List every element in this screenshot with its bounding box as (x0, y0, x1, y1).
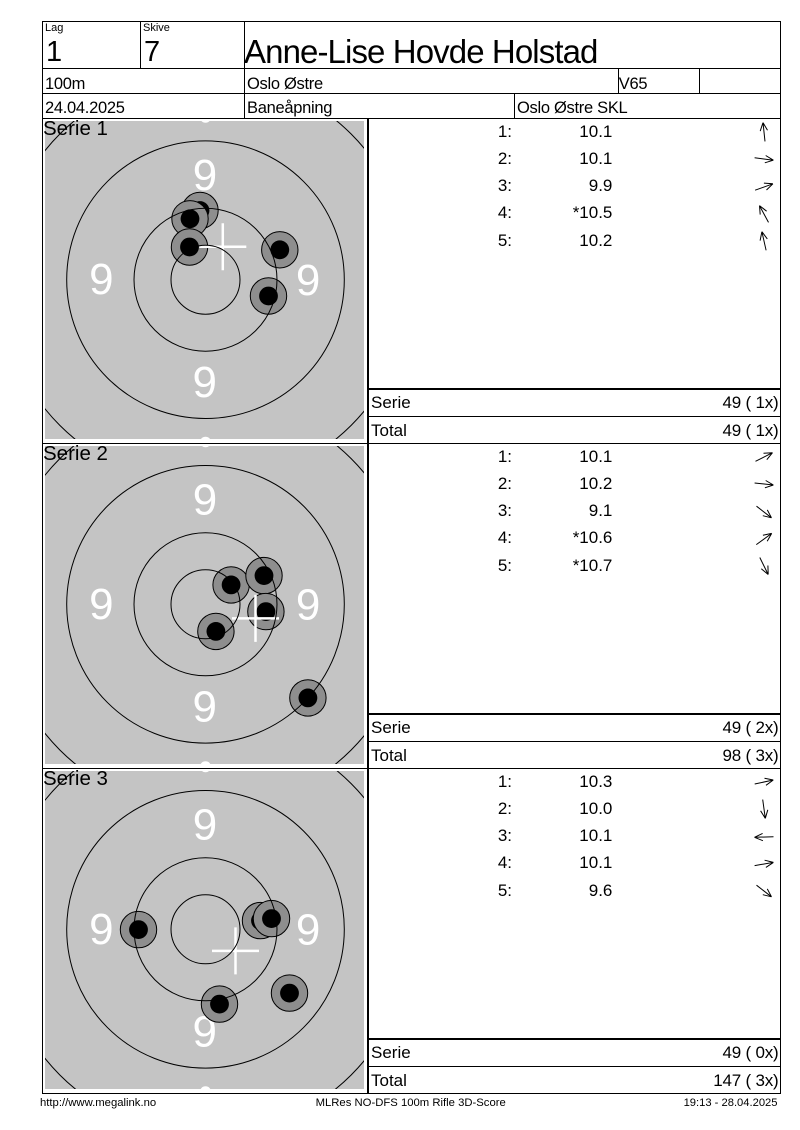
svg-text:9: 9 (192, 801, 216, 850)
svg-text:9: 9 (295, 256, 319, 305)
svg-text:9: 9 (89, 580, 113, 629)
svg-text:9: 9 (89, 255, 113, 304)
svg-text:9: 9 (192, 358, 216, 407)
svg-text:9: 9 (89, 905, 113, 954)
svg-text:9: 9 (295, 581, 319, 630)
svg-text:9: 9 (192, 151, 216, 200)
svg-text:9: 9 (295, 906, 319, 955)
svg-text:9: 9 (192, 476, 216, 525)
svg-text:9: 9 (192, 683, 216, 732)
